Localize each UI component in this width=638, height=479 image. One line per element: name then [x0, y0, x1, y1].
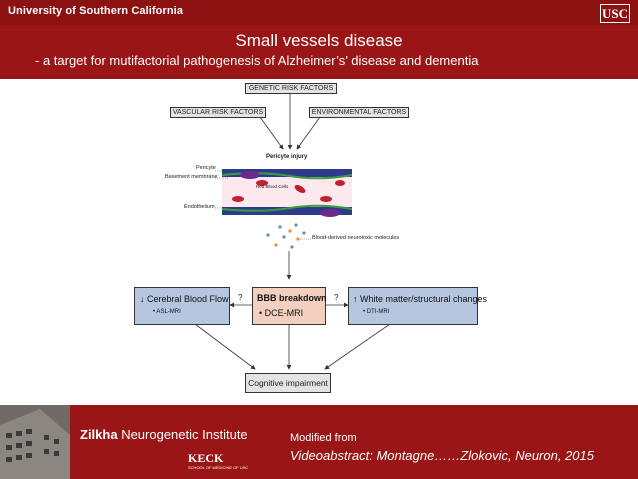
bbb-breakdown-box: BBB breakdown • DCE-MRI — [252, 287, 327, 325]
slide-title: Small vessels disease — [235, 31, 403, 50]
figure-background — [0, 79, 638, 405]
footer: Zilkha Neurogenetic Institute KECK SCHOO… — [0, 405, 638, 479]
vascular-risk-box: VASCULAR RISK FACTORS — [170, 107, 266, 118]
arrow-wm-cognitive — [324, 323, 391, 370]
usc-logo: USC — [600, 4, 630, 23]
endothelium-label: Endothelium — [184, 204, 215, 210]
keck-subtext: SCHOOL OF MEDICINE OF USC — [188, 465, 249, 470]
top-banner: University of Southern California USC — [0, 0, 638, 26]
cognitive-impairment-box: Cognitive impairment — [245, 373, 331, 393]
pericyte-label: Pericyte — [196, 165, 216, 171]
question-left: ? — [238, 293, 243, 302]
modified-from: Modified from — [290, 432, 357, 444]
wm-title: ↑ White matter/structural changes — [353, 294, 488, 304]
genetic-risk-box: GENETIC RISK FACTORS — [245, 83, 337, 94]
slide-subtitle: - a target for mutifactorial pathogenesi… — [35, 53, 479, 68]
environmental-box: ENVIRONMENTAL FACTORS — [309, 107, 409, 118]
blood-vessel — [221, 169, 353, 217]
bbb-sub: • DCE-MRI — [259, 308, 304, 318]
citation: Videoabstract: Montagne……Zlokovic, Neuro… — [290, 448, 594, 463]
diagram-graphics — [194, 93, 391, 370]
cbf-sub: • ASL-MRI — [153, 309, 181, 315]
arrow-environmental — [296, 116, 321, 150]
red-blood-cells-label: Red Blood Cells — [256, 184, 289, 189]
neurotoxic-label: Blood-derived neurotoxic molecules — [312, 235, 400, 241]
arrow-vascular — [259, 116, 284, 150]
arrow-cbf-cognitive — [194, 323, 256, 370]
white-matter-box: ↑ White matter/structural changes • DTI-… — [348, 287, 487, 325]
cerebral-blood-flow-box: ↓ Cerebral Blood Flow • ASL-MRI — [134, 287, 230, 325]
building-image — [0, 405, 70, 479]
question-right: ? — [334, 293, 339, 302]
keck-logo: KECK — [188, 451, 224, 465]
title-area: Small vessels disease - a target for mut… — [0, 25, 638, 79]
institute-name: Zilkha Neurogenetic Institute — [80, 427, 248, 442]
bbb-title: BBB breakdown — [257, 293, 327, 303]
cbf-title: ↓ Cerebral Blood Flow — [140, 294, 229, 304]
university-name: University of Southern California — [8, 5, 184, 17]
diagram: GENETIC RISK FACTORS VASCULAR RISK FACTO… — [0, 79, 638, 405]
wm-sub: • DTI-MRI — [363, 309, 390, 315]
pericyte-injury-label: Pericyte injury — [266, 154, 308, 160]
neurotoxic-dots — [266, 223, 306, 249]
basement-membrane-label: Basement membrane — [165, 174, 218, 180]
